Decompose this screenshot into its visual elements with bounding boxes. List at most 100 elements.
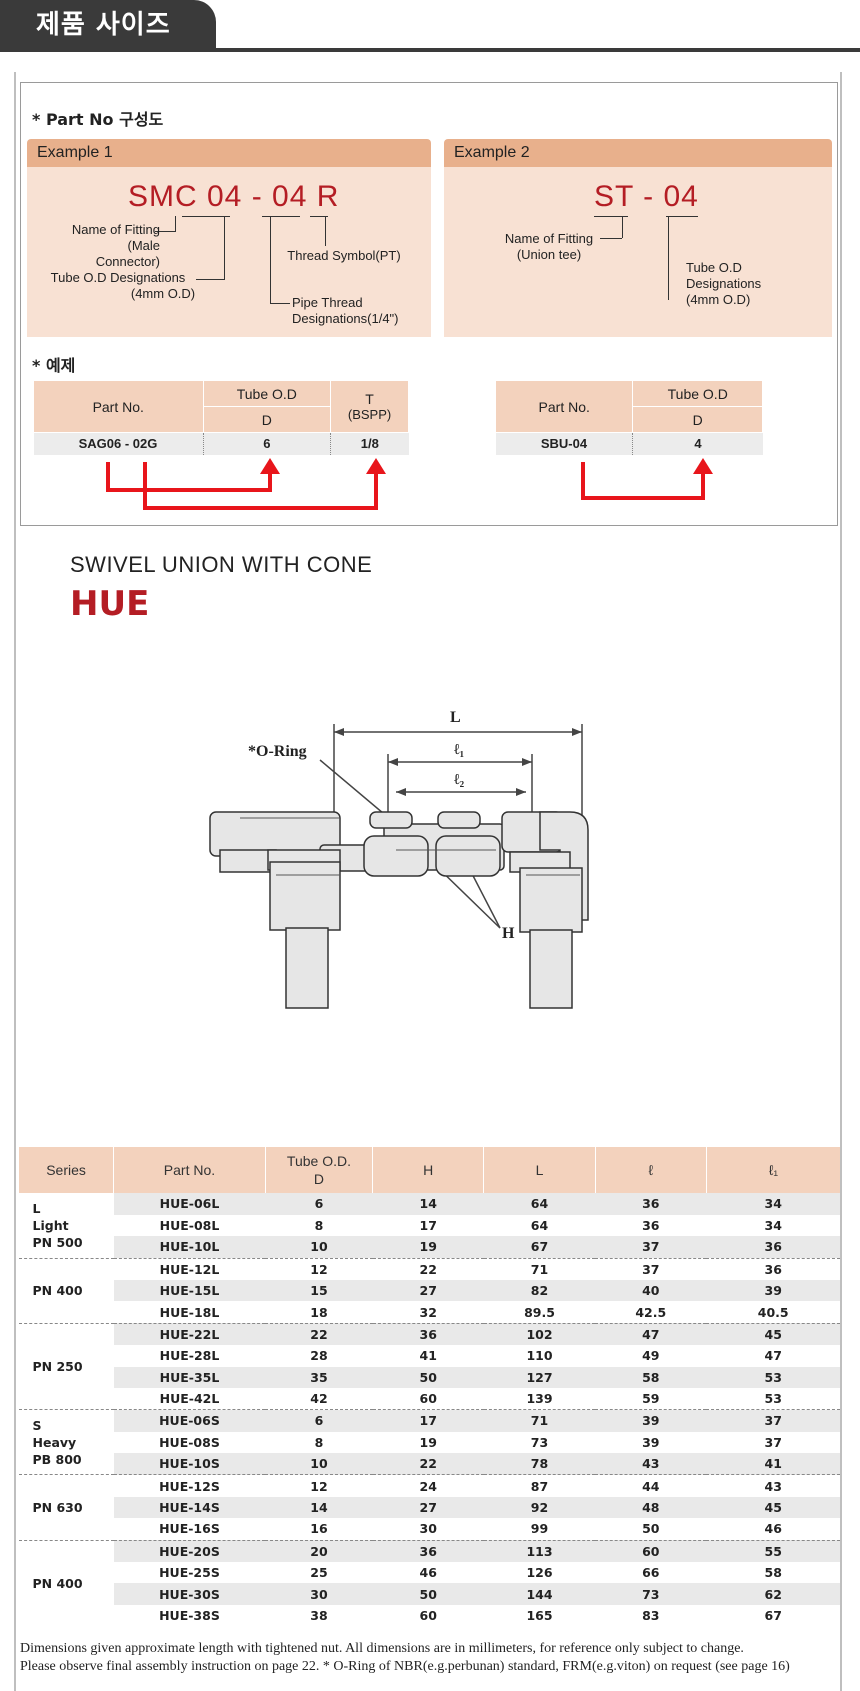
- ell-cell: 83: [642, 1608, 660, 1624]
- ell1-cell: 45: [706, 1496, 840, 1519]
- tube-od-cell: 10: [265, 1236, 373, 1259]
- series-cell: PN 630: [18, 1474, 114, 1540]
- ell-cell: 37: [595, 1236, 707, 1259]
- section-title-tab: 제품 사이즈: [0, 0, 216, 50]
- ell1-cell: 53: [764, 1391, 782, 1407]
- arrow-d: [106, 462, 272, 492]
- h-cell: 17: [419, 1218, 437, 1234]
- l-cell: 89.5: [524, 1304, 555, 1320]
- part-no-cell: HUE-10S: [113, 1453, 266, 1475]
- h-cell: 24: [372, 1474, 484, 1497]
- h-cell: 36: [372, 1539, 484, 1562]
- series-cell: PN 400: [18, 1539, 114, 1627]
- ell-cell: 43: [595, 1453, 707, 1475]
- part-no-cell: HUE-06S: [113, 1409, 266, 1432]
- ell-cell: 36: [595, 1193, 707, 1215]
- example-table-2: Part No. Tube O.D D SBU-04 4: [494, 380, 763, 455]
- l-cell: 92: [483, 1496, 596, 1519]
- tube-od-cell: 28: [310, 1348, 328, 1364]
- h-cell: 19: [372, 1236, 484, 1259]
- h-cell: 17: [372, 1409, 484, 1432]
- footnotes: Dimensions given approximate length with…: [20, 1640, 790, 1676]
- example1-header: Example 1: [27, 139, 431, 167]
- part-no-cell: HUE-10L: [113, 1236, 266, 1259]
- ell1-cell: 46: [764, 1521, 782, 1537]
- t2-h-part: Part No.: [494, 380, 634, 433]
- th-part-no: Part No.: [113, 1147, 266, 1193]
- tube-od-cell: 15: [265, 1279, 373, 1302]
- series-cell: PN 400: [18, 1257, 114, 1324]
- l-cell: 113: [483, 1539, 596, 1562]
- part-no-cell: HUE-30S: [113, 1583, 266, 1606]
- part-no-cell: HUE-08L: [159, 1218, 220, 1234]
- ell1-cell: 37: [764, 1434, 782, 1450]
- h-cell: 36: [372, 1322, 484, 1345]
- tube-od-cell: 8: [314, 1218, 324, 1234]
- l-cell: 99: [530, 1521, 549, 1537]
- t2-h-tube: Tube O.D: [632, 380, 763, 407]
- l-cell: 144: [483, 1583, 596, 1606]
- ell1-cell: 40.5: [757, 1304, 789, 1320]
- ell1-cell: 37: [706, 1409, 840, 1432]
- ell1-cell: 36: [706, 1257, 840, 1280]
- ell-cell: 36: [642, 1218, 660, 1234]
- ell-cell: 60: [595, 1539, 707, 1562]
- arrow-d2: [581, 462, 705, 500]
- example2-header: Example 2: [444, 139, 832, 167]
- th-tube-od: Tube O.D.D: [264, 1147, 373, 1193]
- l-cell: 64: [530, 1218, 549, 1234]
- th-ell1: ℓ₁: [705, 1147, 840, 1193]
- ex2-tube-od: Tube O.D Designations (4mm O.D): [686, 260, 762, 307]
- examples-title: * 예제: [32, 356, 76, 375]
- series-cell: PN 250: [18, 1322, 114, 1410]
- part-no-cell: HUE-22L: [113, 1322, 266, 1345]
- t1-t: 1/8: [330, 432, 409, 455]
- l-cell: 102: [483, 1322, 596, 1345]
- product-subtitle: SWIVEL UNION WITH CONE: [70, 552, 373, 577]
- h-cell: 50: [372, 1366, 484, 1389]
- t1-h-tube: Tube O.D: [202, 380, 332, 407]
- label-l2: ℓ₂: [454, 772, 465, 788]
- part-no-title: * Part No 구성도: [32, 110, 164, 129]
- tube-od-cell: 35: [265, 1366, 373, 1389]
- h-cell: 27: [372, 1496, 484, 1519]
- t2-part: SBU-04: [495, 432, 634, 455]
- th-series: Series: [17, 1147, 114, 1193]
- h-cell: 22: [372, 1257, 484, 1280]
- ell1-cell: 55: [706, 1539, 840, 1562]
- l-cell: 78: [483, 1453, 596, 1475]
- example2-body: [444, 167, 832, 337]
- tube-od-cell: 8: [314, 1434, 324, 1450]
- label-l1: ℓ₁: [454, 742, 464, 758]
- part-no-cell: HUE-18L: [159, 1304, 220, 1320]
- ell-cell: 59: [642, 1391, 660, 1407]
- tube-od-cell: 12: [265, 1257, 373, 1280]
- h-cell: 22: [372, 1453, 484, 1475]
- ell1-cell: 34: [706, 1193, 840, 1215]
- t1-part: SAG06 - 02G: [33, 432, 204, 455]
- h-cell: 14: [372, 1193, 484, 1215]
- ell1-cell: 47: [764, 1348, 782, 1364]
- swivel-union-drawing: L ℓ₁ ℓ₂ *O-Ring H: [209, 709, 589, 1009]
- label-o-ring: *O-Ring: [248, 743, 307, 760]
- l-cell: 139: [526, 1391, 553, 1407]
- note-1: Dimensions given approximate length with…: [20, 1641, 744, 1656]
- ell-cell: 42.5: [635, 1304, 667, 1320]
- tube-od-cell: 12: [265, 1474, 373, 1497]
- h-cell: 60: [419, 1608, 437, 1624]
- t2-d: 4: [632, 432, 763, 455]
- t1-h-d: D: [202, 406, 332, 433]
- part-no-cell: HUE-15L: [113, 1279, 266, 1302]
- ell1-cell: 58: [764, 1565, 782, 1581]
